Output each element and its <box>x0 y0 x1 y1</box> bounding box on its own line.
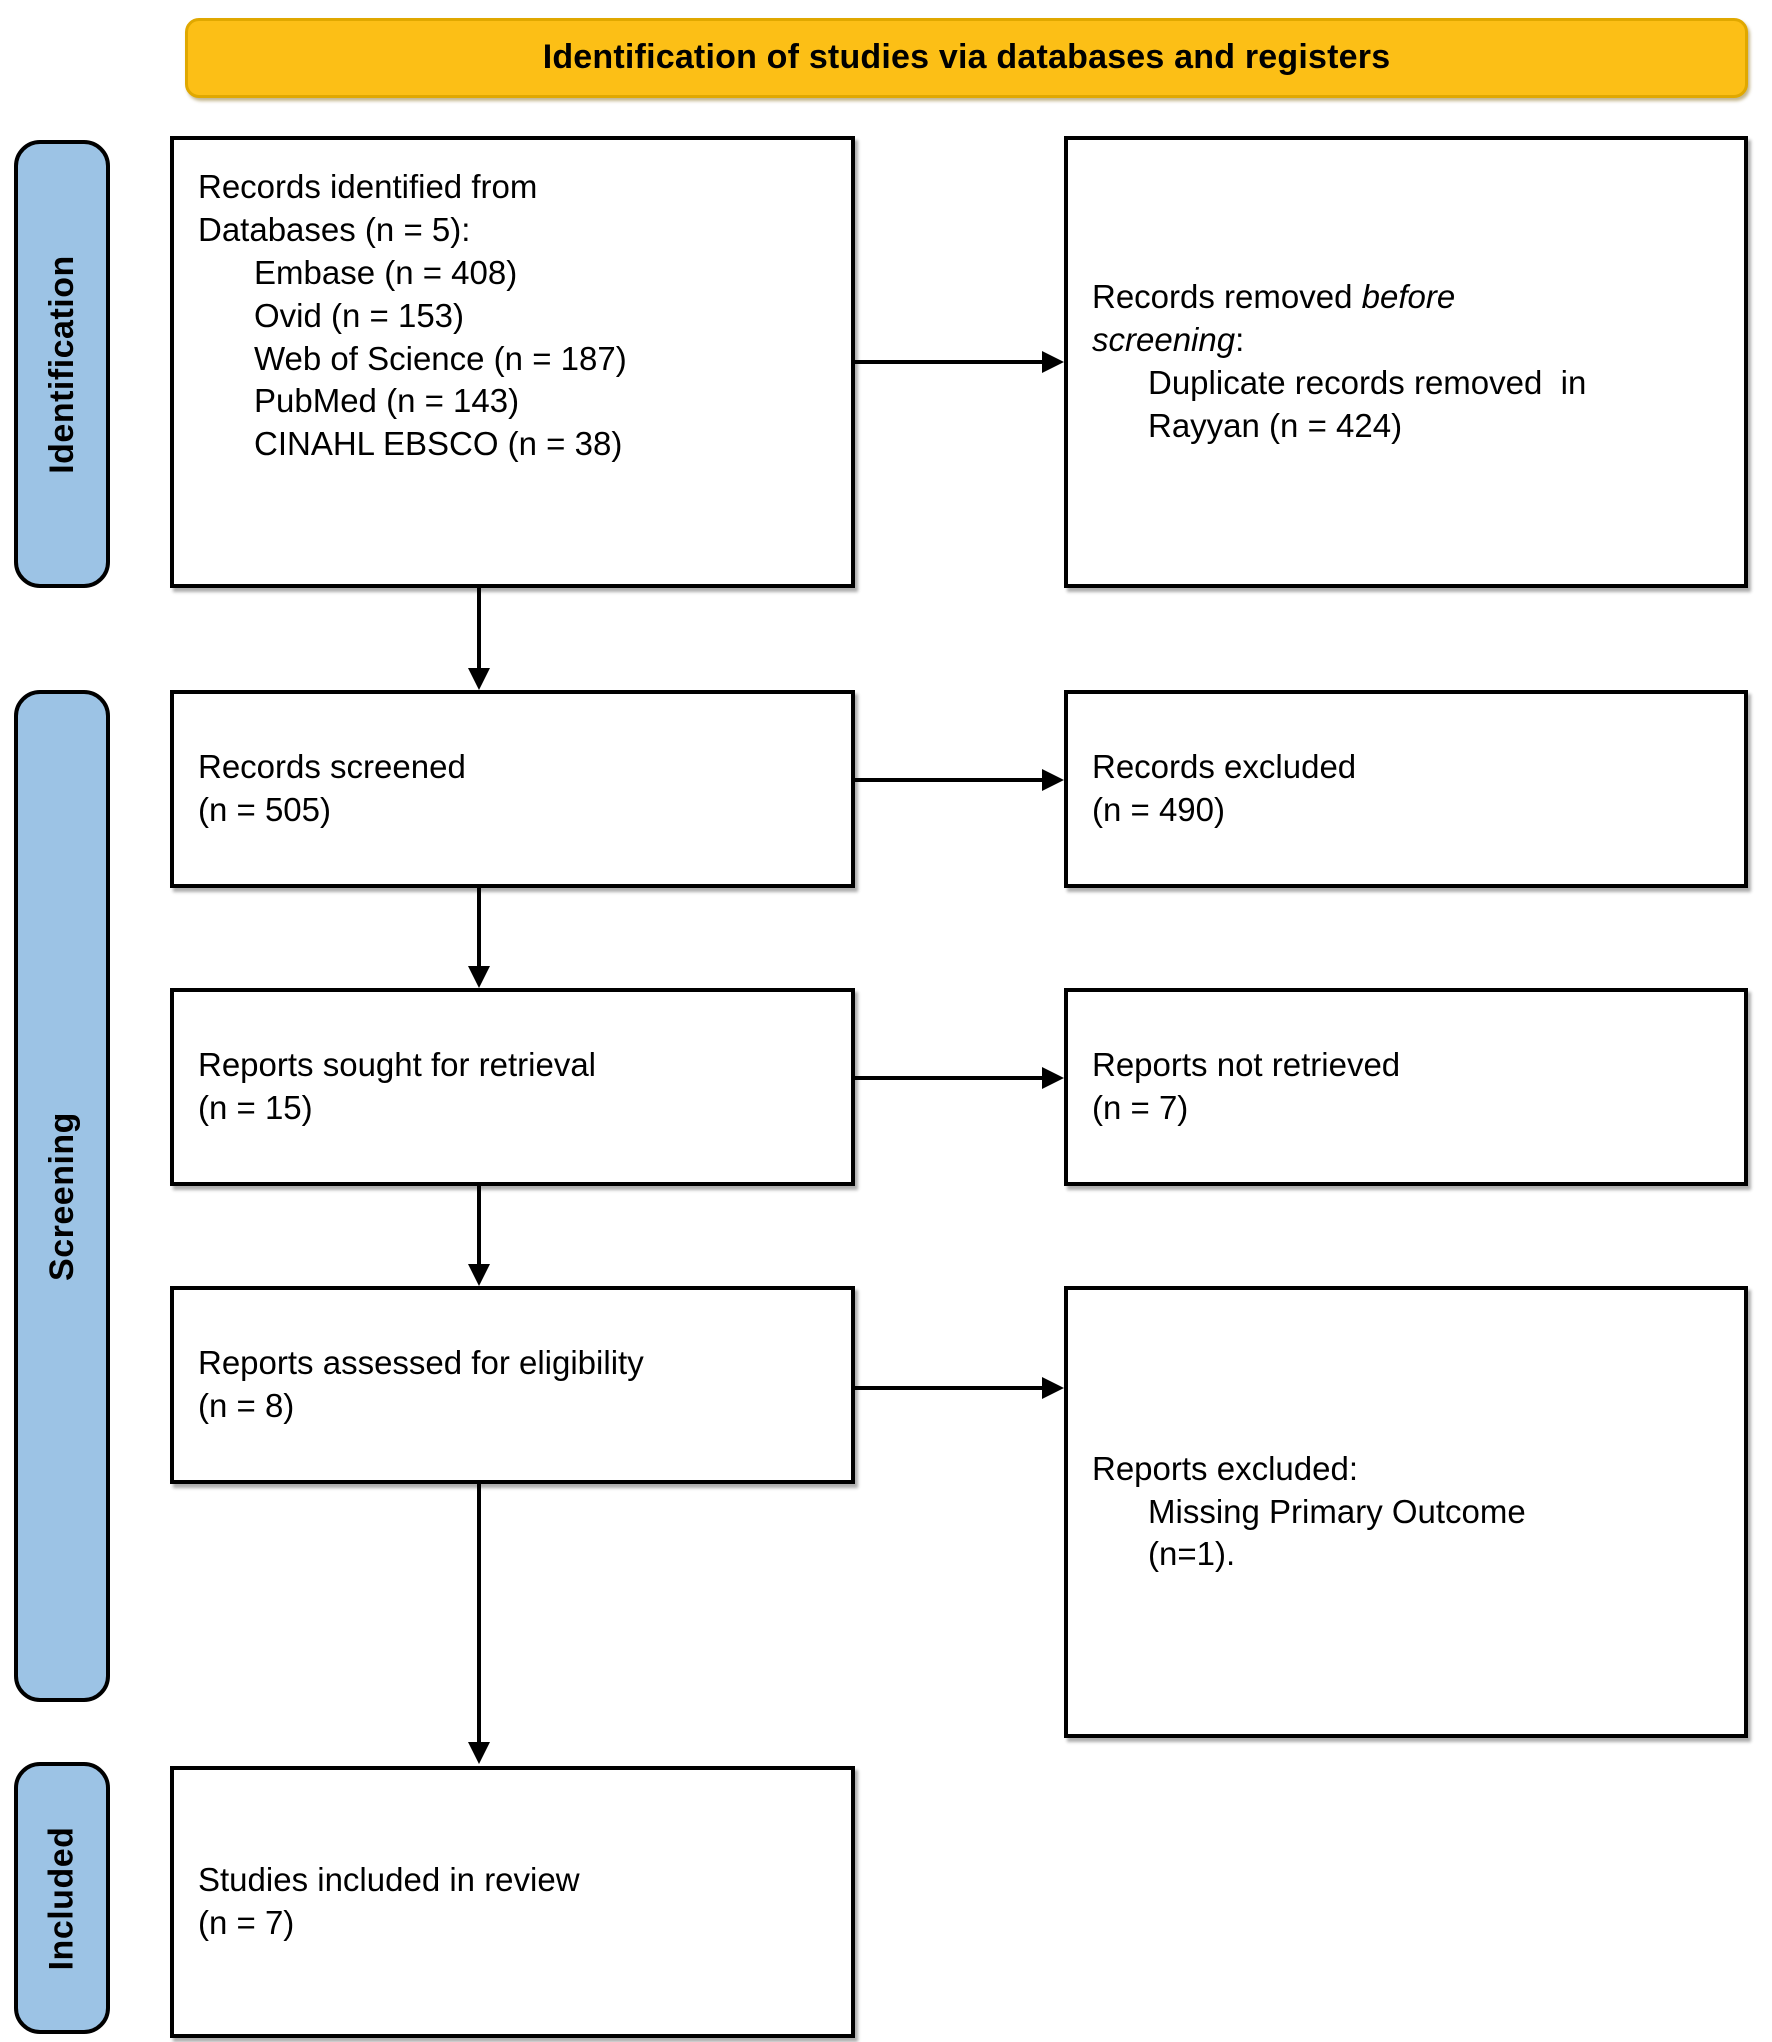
arrow-head-down-icon <box>468 1264 490 1286</box>
node-reports-excluded: Reports excluded: Missing Primary Outcom… <box>1064 1286 1748 1738</box>
node-line: (n = 7) <box>1092 1089 1189 1126</box>
node-reports-assessed-for-eligibility: Reports assessed for eligibility (n = 8) <box>170 1286 855 1484</box>
arrow-head-down-icon <box>468 966 490 988</box>
node-line: Reports sought for retrieval <box>198 1046 597 1084</box>
arrow-shaft <box>477 1484 481 1742</box>
node-line: Duplicate records removed in <box>1148 364 1587 401</box>
stage-label-screening: Screening <box>42 1111 81 1281</box>
node-text-italic: screening <box>1092 321 1236 359</box>
node-line: (n = 490) <box>1092 791 1225 828</box>
arrow-shaft <box>855 1386 1042 1390</box>
node-line: Reports assessed for eligibility <box>198 1344 644 1382</box>
node-line: Reports excluded: <box>1092 1449 1358 1487</box>
node-line: (n = 505) <box>198 791 331 828</box>
arrow-head-down-icon <box>468 668 490 690</box>
node-studies-included-in-review: Studies included in review (n = 7) <box>170 1766 855 2038</box>
node-line: (n = 8) <box>198 1387 295 1424</box>
node-line: (n = 15) <box>198 1089 313 1126</box>
node-line: CINAHL EBSCO (n = 38) <box>254 425 623 463</box>
node-line: PubMed (n = 143) <box>254 382 520 420</box>
arrow-shaft <box>855 360 1042 364</box>
node-text-italic: before <box>1361 278 1456 316</box>
node-records-removed-before-screening: Records removed before screening: Duplic… <box>1064 136 1748 588</box>
node-line: Records excluded <box>1092 748 1357 786</box>
arrow-shaft <box>855 1076 1042 1080</box>
node-records-identified: Records identified from Databases (n = 5… <box>170 136 855 588</box>
node-reports-not-retrieved: Reports not retrieved (n = 7) <box>1064 988 1748 1186</box>
stage-tab-included: Included <box>14 1762 110 2034</box>
node-line: Studies included in review <box>198 1861 580 1899</box>
arrow-head-right-icon <box>1042 1067 1064 1089</box>
arrow-head-right-icon <box>1042 351 1064 373</box>
arrow-head-right-icon <box>1042 769 1064 791</box>
node-line: (n = 7) <box>198 1904 295 1941</box>
node-line: Reports not retrieved <box>1092 1046 1401 1084</box>
node-records-excluded: Records excluded (n = 490) <box>1064 690 1748 888</box>
arrow-shaft <box>477 1186 481 1264</box>
arrow-shaft <box>477 888 481 966</box>
arrow-shaft <box>855 778 1042 782</box>
node-line: Web of Science (n = 187) <box>254 339 627 377</box>
arrow-head-right-icon <box>1042 1377 1064 1399</box>
node-reports-sought-for-retrieval: Reports sought for retrieval (n = 15) <box>170 988 855 1186</box>
node-records-screened: Records screened (n = 505) <box>170 690 855 888</box>
stage-tab-screening: Screening <box>14 690 110 1702</box>
node-text: : <box>1235 321 1245 359</box>
stage-tab-identification: Identification <box>14 140 110 588</box>
arrow-head-down-icon <box>468 1742 490 1764</box>
node-line: Rayyan (n = 424) <box>1148 406 1403 444</box>
node-line: Records screened <box>198 748 466 786</box>
node-line: Ovid (n = 153) <box>254 296 465 334</box>
arrow-shaft <box>477 588 481 668</box>
stage-label-identification: Identification <box>42 254 81 474</box>
node-line: screening: <box>1092 319 1720 362</box>
node-line: Missing Primary Outcome <box>1148 1492 1526 1530</box>
node-line: Databases (n = 5): <box>198 210 471 248</box>
node-line: Embase (n = 408) <box>254 253 518 291</box>
node-text: Records removed <box>1092 278 1362 316</box>
diagram-title-banner: Identification of studies via databases … <box>185 18 1748 98</box>
node-line: (n=1). <box>1148 1535 1236 1573</box>
page-title: Identification of studies via databases … <box>542 38 1391 77</box>
node-line: Records identified from <box>198 168 538 205</box>
stage-label-included: Included <box>42 1826 81 1970</box>
node-line: Records removed before <box>1092 276 1720 319</box>
